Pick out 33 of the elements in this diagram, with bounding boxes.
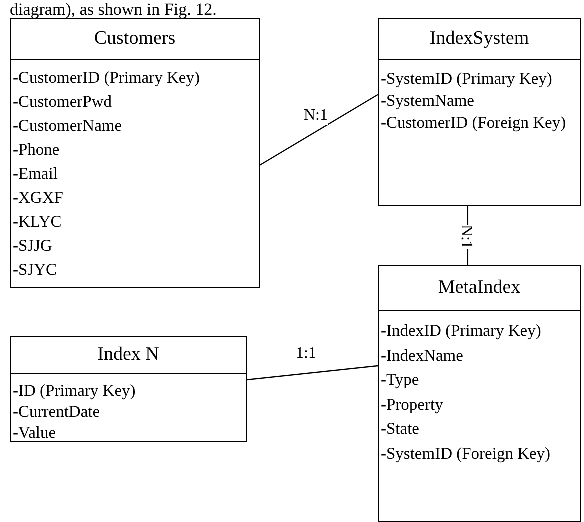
caption-text: diagram), as shown in Fig. 12. bbox=[10, 0, 217, 20]
attribute-text: -CustomerPwd bbox=[13, 91, 113, 113]
attribute-text: -CustomerName bbox=[13, 115, 124, 137]
attribute-text: -CurrentDate bbox=[13, 401, 102, 422]
attribute-text: -IndexID (Primary Key) bbox=[381, 320, 542, 342]
attribute-text: -SystemID (Foreign Key) bbox=[381, 442, 552, 465]
entity-name: Index N bbox=[11, 337, 246, 374]
entity-table bbox=[378, 265, 581, 522]
attribute-text: -Type bbox=[381, 369, 420, 391]
edge-label: N:1 bbox=[304, 107, 328, 125]
attribute-text: -SystemID (Primary Key) bbox=[381, 68, 554, 90]
attribute-text: -ID (Primary Key) bbox=[13, 380, 137, 401]
attribute-text: -KLYC bbox=[13, 211, 63, 233]
attribute-text: -IndexName bbox=[381, 344, 464, 366]
attribute-text: -CustomerID (Primary Key) bbox=[13, 67, 201, 89]
attribute-text: -SJYC bbox=[13, 259, 58, 281]
attribute-text: -SJJG bbox=[13, 235, 54, 257]
connector-line bbox=[260, 94, 378, 166]
entity-name: Customers bbox=[11, 19, 259, 60]
entity-table bbox=[378, 18, 581, 206]
attribute-text: -State bbox=[381, 418, 420, 440]
entity-table bbox=[10, 18, 260, 288]
attribute-text: -Property bbox=[381, 394, 444, 416]
attribute-text: -CustomerID (Foreign Key) bbox=[381, 112, 568, 134]
attribute-text: -XGXF bbox=[13, 187, 64, 209]
attribute-text: -Phone bbox=[13, 139, 61, 161]
entity-name: MetaIndex bbox=[379, 266, 580, 311]
attribute-text: -Email bbox=[13, 163, 59, 185]
attribute-text: -Value bbox=[13, 422, 58, 443]
entity-name: IndexSystem bbox=[379, 19, 580, 60]
connector-line bbox=[246, 365, 378, 381]
entity-table bbox=[10, 336, 247, 442]
attribute-text: -SystemName bbox=[381, 90, 476, 112]
